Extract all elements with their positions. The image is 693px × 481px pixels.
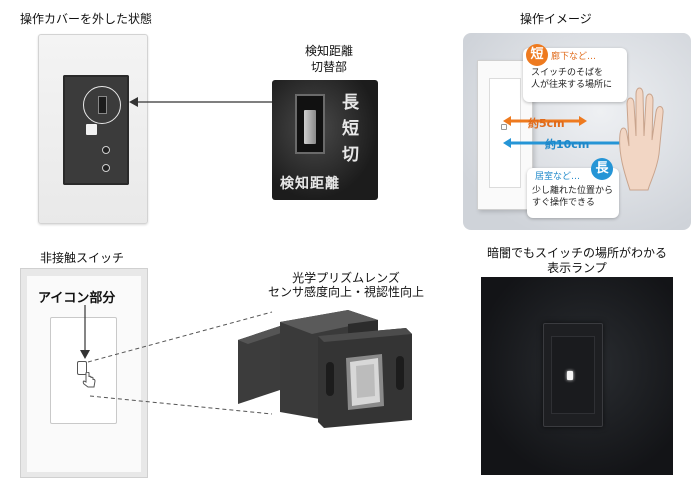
short-heading: 廊下など… (551, 52, 597, 62)
icon-part-label: アイコン部分 (38, 291, 116, 306)
hand-icon (619, 87, 664, 191)
selector-title-line2: 切替部 (310, 60, 347, 74)
short-line2: 人が往来する場所に (531, 80, 613, 90)
wall-switch-inner (489, 78, 521, 188)
dark-switch-inner (551, 336, 595, 414)
lens-title-line1: 光学プリズムレンズ (292, 271, 400, 285)
selector-label-off: 切 (342, 145, 359, 165)
finger-icon (82, 372, 96, 388)
lamp-title-line1: 暗闇でもスイッチの場所がわかる (486, 246, 667, 260)
lamp-title-line2: 表示ランプ (547, 261, 607, 275)
selector-closeup (272, 80, 378, 200)
short-line1: スイッチのそばを (531, 68, 604, 78)
long-badge: 長 (591, 158, 613, 180)
selector-label-long: 長 (342, 93, 359, 113)
module-button (86, 124, 97, 135)
indicator-lamp (567, 371, 573, 380)
prism-lens-illustration (238, 310, 412, 428)
long-line2: すぐ操作できる (532, 198, 595, 208)
long-line1: 少し離れた位置から (532, 186, 614, 196)
short-distance-label: 約5cm (528, 117, 565, 130)
selector-slider (304, 110, 316, 144)
selector-label-short: 短 (342, 119, 359, 139)
contactless-title: 非接触スイッチ (40, 251, 125, 265)
down-arrow-icon (80, 305, 90, 359)
module-knob-bottom (102, 164, 110, 172)
operation-title: 操作イメージ (520, 12, 592, 26)
switch-lamp-dot (501, 124, 507, 130)
selector-title-line1: 検知距離 (304, 44, 353, 58)
sensor-icon-part (77, 361, 87, 375)
selector-switch-small (98, 96, 107, 114)
module-knob-top (102, 146, 110, 154)
long-heading: 居室など… (535, 172, 581, 182)
lens-title-line2: センサ感度向上・視認性向上 (267, 285, 424, 299)
selector-label-bottom: 検知距離 (280, 176, 340, 192)
pointer-arrow-icon (129, 97, 274, 107)
short-badge: 短 (526, 44, 548, 66)
cover-removed-title: 操作カバーを外した状態 (20, 12, 153, 26)
long-distance-label: 約10cm (545, 138, 590, 151)
selector-highlight-circle (83, 86, 121, 124)
selector-slot (295, 94, 325, 154)
